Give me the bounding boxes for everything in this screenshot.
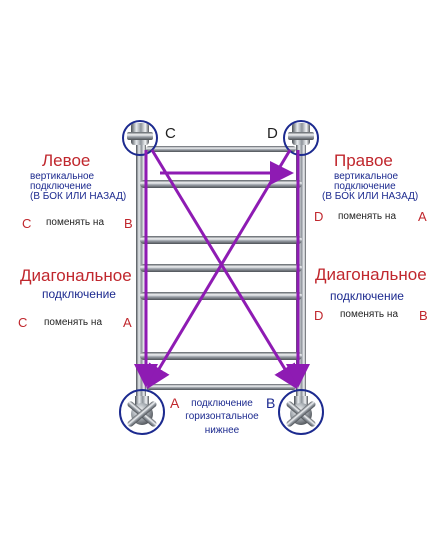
corner-d-circle: [283, 120, 319, 156]
right-diagonal-from: D: [314, 308, 324, 323]
left-subtitle-2: подключение: [30, 181, 92, 192]
right-swap-text: поменять на: [338, 211, 397, 222]
left-diagonal-from: C: [18, 315, 28, 330]
right-to-letter: A: [418, 209, 427, 224]
right-post: [296, 140, 306, 402]
right-diagonal-subtitle: подключение: [330, 289, 404, 303]
right-subtitle-1: вертикальное: [334, 171, 399, 182]
left-diagonal-subtitle: подключение: [42, 287, 116, 301]
right-diagonal-swap-text: поменять на: [340, 309, 399, 320]
bottom-left-valve: [127, 396, 157, 427]
corner-label-d: D: [267, 125, 278, 142]
arrow-diagonal-d-to-a: [146, 149, 292, 390]
right-from-letter: D: [314, 209, 324, 224]
left-post: [136, 140, 146, 402]
left-diagonal-to: A: [123, 315, 132, 330]
rung: [140, 236, 302, 244]
right-title: Правое: [334, 151, 393, 170]
corner-b-circle: [278, 389, 324, 435]
corner-c-circle: [122, 120, 158, 156]
left-title: Левое: [42, 151, 91, 170]
right-subtitle-2: подключение: [334, 181, 396, 192]
left-subtitle-3: (В БОК ИЛИ НАЗАД): [30, 191, 127, 202]
rung: [140, 352, 302, 360]
corner-label-c: C: [165, 125, 176, 142]
corner-label-a: A: [170, 395, 180, 411]
rung: [140, 292, 302, 300]
rung: [140, 180, 302, 188]
left-subtitle-1: вертикальное: [30, 171, 95, 182]
bottom-note-line-1: подключение: [191, 398, 253, 409]
arrow-diagonal-c-to-b: [150, 149, 298, 390]
right-diagonal-to: B: [419, 308, 428, 323]
rung: [146, 384, 296, 390]
bottom-note-line-2: горизонтальное: [185, 411, 259, 422]
top-right-fitting: [288, 123, 314, 145]
left-diagonal-swap-text: поменять на: [44, 317, 103, 328]
rung: [146, 146, 296, 152]
connection-arrows: [134, 149, 310, 390]
left-diagonal-title: Диагональное: [20, 266, 132, 285]
corner-label-b: B: [266, 395, 276, 411]
corner-a-circle: [119, 389, 165, 435]
top-left-fitting: [127, 123, 153, 145]
bottom-right-valve: [286, 396, 316, 427]
left-to-letter: B: [124, 216, 133, 231]
left-from-letter: C: [22, 216, 32, 231]
left-swap-text: поменять на: [46, 217, 105, 228]
rungs: [140, 146, 302, 390]
right-diagonal-title: Диагональное: [315, 265, 427, 284]
bottom-note-line-3: нижнее: [204, 425, 240, 436]
right-subtitle-3: (В БОК ИЛИ НАЗАД): [322, 191, 419, 202]
